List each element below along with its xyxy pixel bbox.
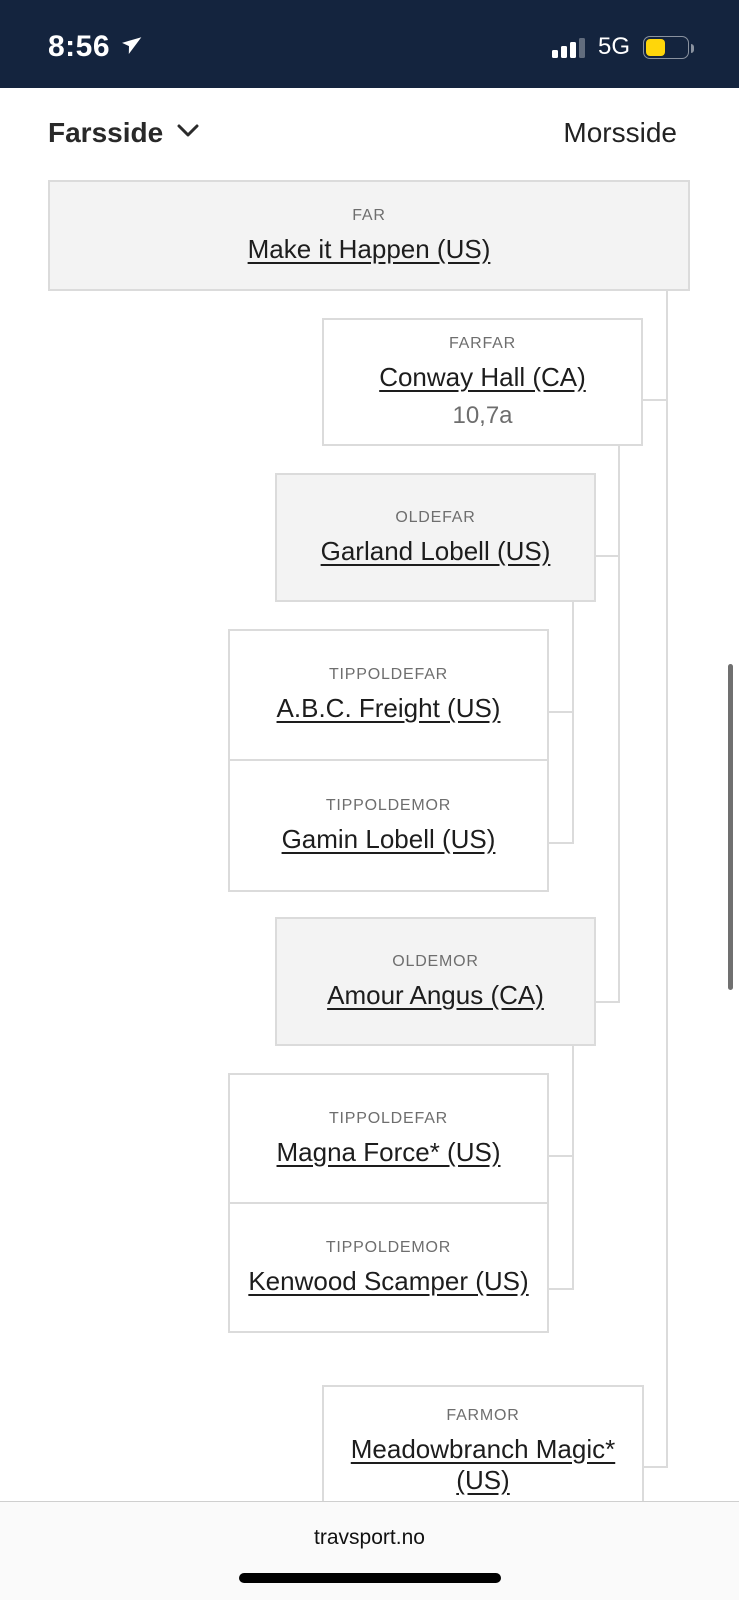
connector-line	[596, 555, 620, 557]
connector-line	[643, 399, 668, 401]
clock: 8:56	[48, 30, 111, 63]
relation-label: TIPPOLDEMOR	[325, 1238, 452, 1256]
network-type-label: 5G	[597, 33, 630, 60]
connector-line	[572, 1046, 574, 1290]
horse-link[interactable]: Meadowbranch Magic* (US)	[350, 1433, 616, 1495]
relation-label: TIPPOLDEMOR	[325, 796, 452, 814]
horse-link[interactable]: A.B.C. Freight (US)	[276, 693, 501, 723]
connector-line	[572, 602, 574, 844]
relation-label: FARMOR	[446, 1406, 520, 1424]
horse-link[interactable]: Conway Hall (CA)	[379, 361, 586, 392]
pedigree-tree: FAR Make it Happen (US) FARFAR Conway Ha…	[0, 178, 739, 1517]
horse-link[interactable]: Garland Lobell (US)	[320, 535, 551, 566]
chevron-down-icon	[177, 124, 199, 143]
horse-link[interactable]: Magna Force* (US)	[276, 1136, 501, 1167]
status-bar: 8:56 5G	[0, 0, 739, 88]
horse-link[interactable]: Kenwood Scamper (US)	[248, 1265, 529, 1296]
tab-morsside[interactable]: Morsside	[563, 117, 677, 148]
pedigree-node-oldefar: OLDEFAR Garland Lobell (US)	[275, 473, 596, 602]
pedigree-node-tippoldefar-1: TIPPOLDEFAR A.B.C. Freight (US)	[228, 629, 549, 761]
browser-bottom-bar: travsport.no	[0, 1501, 739, 1600]
location-arrow-icon	[120, 34, 142, 61]
cellular-signal-icon	[551, 36, 585, 58]
relation-label: OLDEMOR	[392, 952, 479, 970]
connector-line	[549, 1155, 574, 1157]
connector-line	[618, 446, 620, 1002]
connector-line	[549, 711, 574, 713]
pedigree-node-tippoldemor-1: TIPPOLDEMOR Gamin Lobell (US)	[228, 759, 549, 892]
tab-farsside-label: Farsside	[48, 117, 164, 148]
horse-link[interactable]: Amour Angus (CA)	[327, 979, 544, 1010]
tab-farsside[interactable]: Farsside	[48, 117, 199, 149]
relation-label: FAR	[352, 206, 386, 224]
scrollbar[interactable]	[728, 664, 733, 990]
connector-line	[595, 1001, 620, 1003]
pedigree-node-far: FAR Make it Happen (US)	[48, 180, 690, 291]
connector-line	[549, 842, 574, 844]
horse-link[interactable]: Make it Happen (US)	[247, 233, 491, 264]
relation-label: OLDEFAR	[395, 508, 476, 526]
pedigree-node-farmor: FARMOR Meadowbranch Magic* (US)	[322, 1385, 644, 1517]
connector-line	[666, 291, 668, 1467]
relation-label: TIPPOLDEFAR	[328, 666, 449, 683]
relation-label: FARFAR	[448, 334, 517, 352]
battery-icon	[643, 35, 694, 59]
pedigree-header: Farsside Morsside	[0, 88, 739, 178]
pedigree-node-farfar: FARFAR Conway Hall (CA) 10,7a	[322, 318, 643, 446]
relation-label: TIPPOLDEFAR	[328, 1109, 449, 1127]
home-indicator[interactable]	[238, 1573, 501, 1583]
connector-line	[644, 1466, 668, 1468]
pedigree-node-tippoldefar-2: TIPPOLDEFAR Magna Force* (US)	[228, 1073, 549, 1204]
pedigree-node-oldemor: OLDEMOR Amour Angus (CA)	[275, 917, 596, 1046]
connector-line	[549, 1288, 574, 1290]
address-bar[interactable]: travsport.no	[314, 1526, 425, 1549]
pedigree-node-tippoldemor-2: TIPPOLDEMOR Kenwood Scamper (US)	[228, 1202, 549, 1333]
horse-link[interactable]: Gamin Lobell (US)	[281, 823, 496, 854]
record-time: 10,7a	[452, 401, 513, 429]
